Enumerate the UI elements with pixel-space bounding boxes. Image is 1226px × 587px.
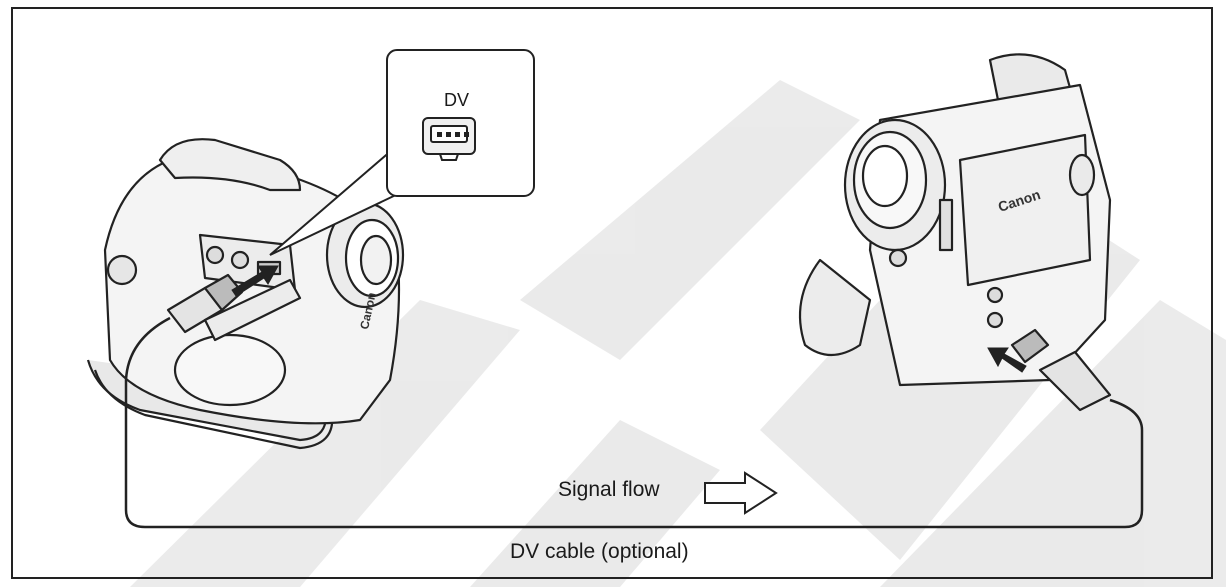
dv-cable-label: DV cable (optional) (510, 540, 689, 563)
dv-port-icon (422, 117, 476, 161)
right-camcorder (798, 53, 1112, 412)
dv-cable (124, 316, 1144, 529)
diagram-frame (11, 7, 1213, 579)
callout-pointer (269, 149, 401, 256)
signal-flow-label: Signal flow (558, 478, 660, 501)
signal-flow-arrow (704, 471, 778, 515)
insert-arrow-left (231, 265, 279, 297)
dv-port-label: DV (444, 90, 470, 110)
insert-arrow-right (987, 347, 1027, 373)
left-camcorder (86, 138, 405, 450)
